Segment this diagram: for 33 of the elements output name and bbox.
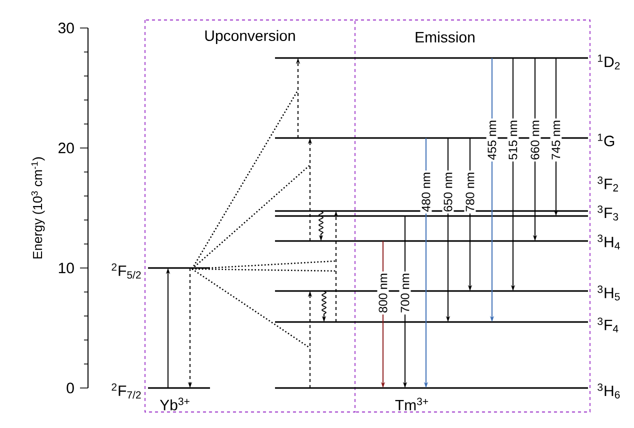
energy-transfer-line	[191, 90, 299, 270]
level-label: $^{3}$F$_{3}$	[598, 205, 618, 221]
level-label: $^{1}$G	[598, 134, 614, 146]
panel-heading: Upconversion	[205, 30, 295, 44]
edge-label: 800 nm	[377, 271, 389, 314]
axis-title: Energy (10$^{3}$ cm$^{-1}$)	[31, 157, 45, 258]
energy-transfer-line	[192, 260, 336, 270]
tick-label: 20	[58, 142, 74, 154]
level-label: $^{1}$D$_{2}$	[598, 54, 620, 70]
ion-label: Yb$^{3+}$	[160, 398, 190, 410]
edge-label: 745 nm	[550, 118, 562, 162]
energy-transfer-line	[192, 164, 310, 270]
level-label: $^{2}$F$_{5/2}$	[112, 263, 141, 279]
level-label: $^{3}$H$_{6}$	[598, 383, 620, 399]
level-label: $^{3}$H$_{4}$	[598, 234, 620, 250]
ion-label: Tm$^{3+}$	[395, 398, 428, 410]
level-label: $^{3}$F$_{4}$	[598, 318, 618, 332]
edge-label: 455 nm	[486, 118, 498, 162]
edge-label: 515 nm	[507, 118, 519, 162]
tick-label: 30	[58, 22, 74, 34]
edge-label: 650 nm	[442, 170, 454, 214]
energy-transfer-line	[192, 268, 310, 349]
edge-label: 780 nm	[464, 170, 476, 214]
tick-label: 10	[58, 262, 74, 274]
level-label: $^{3}$F$_{2}$	[598, 176, 618, 192]
energy-transfer-line	[192, 268, 336, 272]
level-label: $^{2}$F$_{7/2}$	[112, 383, 141, 399]
edge-label: 480 nm	[420, 170, 432, 214]
panel-heading: Emission	[416, 32, 474, 42]
edge-label: 660 nm	[529, 118, 541, 162]
edge-label: 700 nm	[399, 271, 411, 314]
level-label: $^{3}$H$_{5}$	[598, 286, 620, 300]
tick-label: 0	[66, 382, 74, 394]
